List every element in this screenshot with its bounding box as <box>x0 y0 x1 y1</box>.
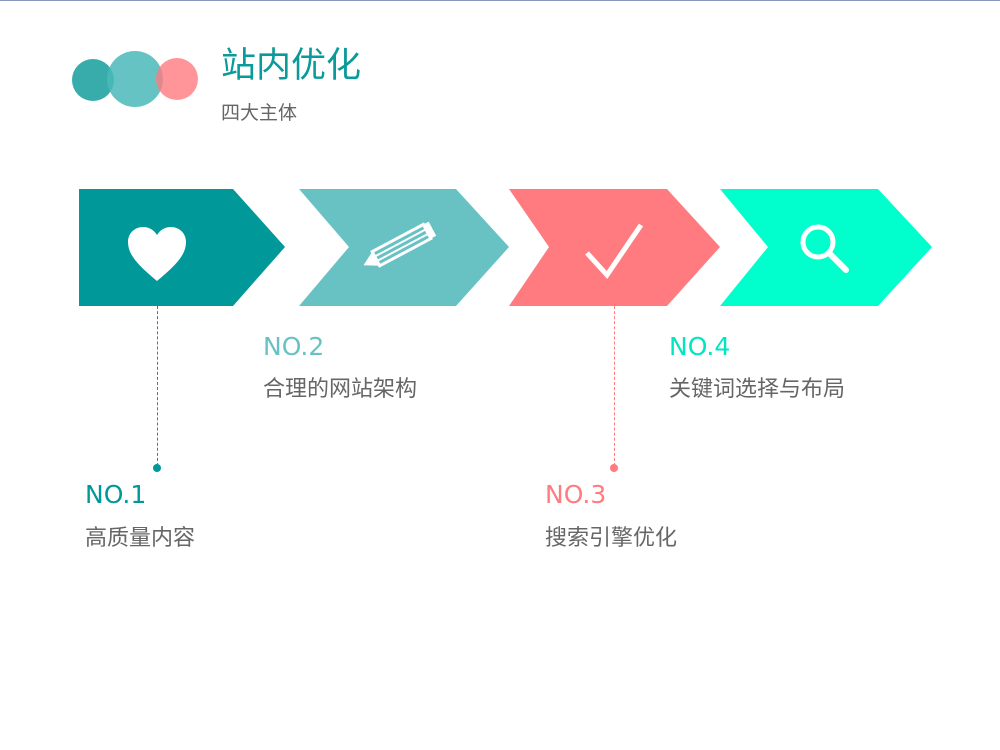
step-4-number: NO.4 <box>669 332 731 361</box>
step-3-number: NO.3 <box>545 480 607 509</box>
step-1-dot <box>153 464 161 472</box>
logo-circle-coral <box>156 58 198 100</box>
pencil-icon <box>363 221 437 268</box>
step-1-number: NO.1 <box>85 480 147 509</box>
step-4-arrow <box>720 189 932 306</box>
step-2-label: 合理的网站架构 <box>263 377 418 402</box>
page-title: 站内优化 <box>221 46 362 86</box>
step-2-number: NO.2 <box>263 332 325 361</box>
step-2-arrow <box>299 189 509 306</box>
top-border <box>0 0 1000 1</box>
heart-icon <box>128 227 186 281</box>
step-3-label: 搜索引擎优化 <box>545 526 678 551</box>
logo-circle-light <box>107 51 163 107</box>
check-icon <box>585 223 644 280</box>
step-3-connector <box>614 306 615 466</box>
step-1-label: 高质量内容 <box>85 526 196 551</box>
page-subtitle: 四大主体 <box>221 102 298 124</box>
step-1-arrow <box>79 189 285 306</box>
step-3-dot <box>610 464 618 472</box>
search-icon <box>800 224 849 273</box>
step-3-arrow <box>509 189 720 306</box>
step-1-connector <box>157 306 158 466</box>
logo-circles <box>70 50 200 110</box>
step-4-label: 关键词选择与布局 <box>669 377 846 402</box>
